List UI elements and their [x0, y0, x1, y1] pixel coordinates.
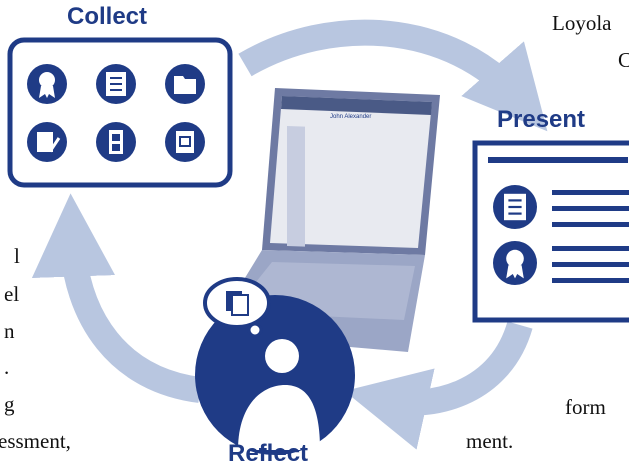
film-icon: [96, 122, 136, 162]
page-text-left-6: essment,: [0, 429, 71, 453]
arrow-present-to-reflect: [344, 320, 533, 450]
page-text-left-2: el: [4, 282, 20, 306]
page-text-right-3: form: [565, 395, 606, 419]
arrow-reflect-to-collect: [31, 193, 202, 403]
page-text-left-1: l: [14, 244, 20, 268]
reflect-label: Reflect: [228, 440, 309, 467]
checklist-icon: [27, 122, 67, 162]
folder-icon: [165, 64, 205, 104]
page-text-left-3: n: [4, 319, 15, 343]
arrow-collect-to-present: [238, 19, 548, 132]
present-label: Present: [497, 106, 586, 133]
document-list-icon: [493, 185, 537, 229]
page-text-left-4: .: [4, 355, 10, 379]
award-icon: [27, 64, 67, 104]
page-text-left-5: g: [4, 392, 15, 416]
collect-label: Collect: [67, 3, 148, 30]
page-text-right-2: C: [618, 48, 629, 72]
certificate-icon: [165, 122, 205, 162]
certificate-icon: [224, 289, 250, 317]
collect-box: [7, 37, 233, 188]
laptop-profile-name: John Alexander: [330, 114, 372, 120]
award-icon: [493, 241, 537, 285]
page-text-right-4: ment.: [466, 429, 514, 453]
document-list-icon: [96, 64, 136, 104]
page-text-right-1: Loyola: [552, 11, 612, 35]
present-document: [472, 140, 629, 323]
